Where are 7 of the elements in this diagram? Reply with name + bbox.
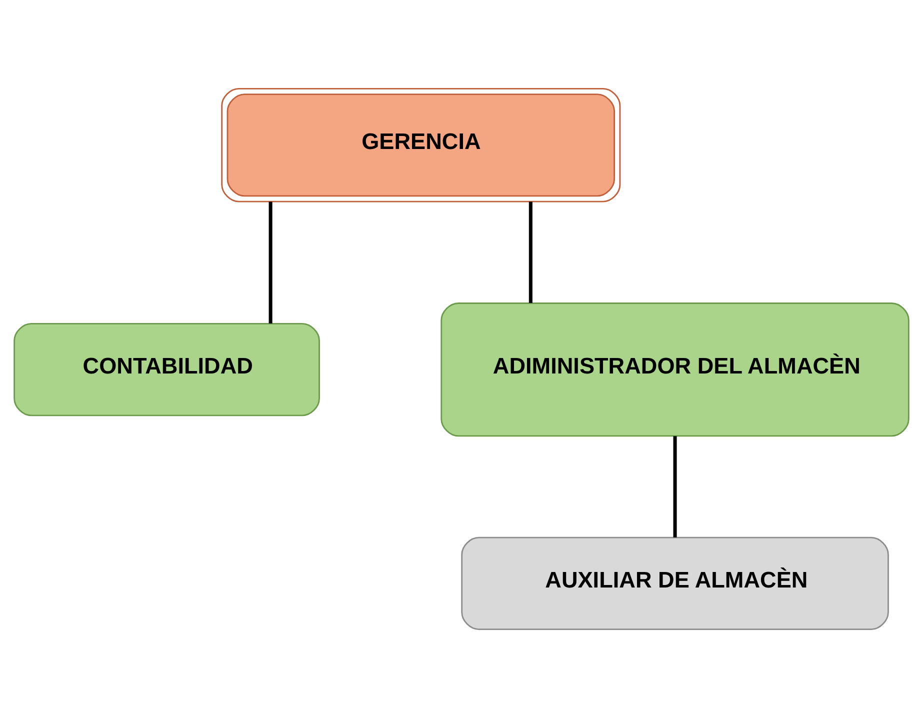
node-box: ADIMINISTRADOR DEL ALMACÈN [440, 302, 910, 436]
node-box: AUXILIAR DE ALMACÈN [461, 536, 889, 630]
connector [673, 436, 677, 537]
node-box: CONTABILIDAD [14, 322, 320, 416]
connector [528, 201, 532, 302]
connector [268, 201, 272, 324]
node-box: GERENCIA [221, 87, 621, 202]
